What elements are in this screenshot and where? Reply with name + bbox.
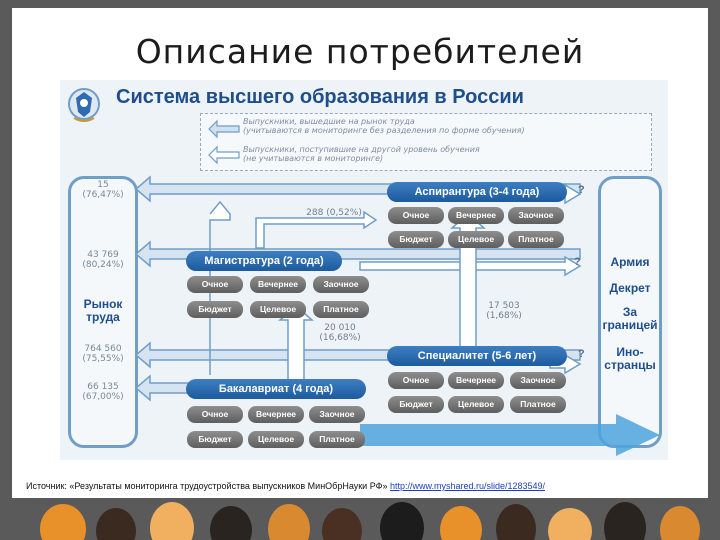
bak-budget: Бюджет <box>187 431 243 448</box>
stat-magistratura-percent: (80,24%) <box>82 260 124 270</box>
person-head-icon <box>210 506 252 540</box>
legend-line-1: Выпускники, вышедшие на рынок труда <box>243 117 415 126</box>
person-head-icon <box>268 504 310 540</box>
person-head-icon <box>96 508 136 540</box>
other-outcomes-panel <box>598 176 662 448</box>
mag-up-arrow <box>255 210 378 249</box>
person-head-icon <box>660 506 700 540</box>
source-text: Источник: «Результаты мониторинга трудоу… <box>26 481 390 491</box>
person-head-icon <box>40 504 86 540</box>
stage-aspirantura: Аспирантура (3-4 года) <box>387 182 567 202</box>
source-link[interactable]: http://www.myshared.ru/slide/1283549/ <box>389 481 546 491</box>
bak-distance: Заочное <box>309 406 365 423</box>
spec-paid: Платное <box>510 396 566 413</box>
aspirantura-question: ? <box>578 184 585 196</box>
asp-paid: Платное <box>508 231 564 248</box>
asp-distance: Заочное <box>508 207 564 224</box>
person-head-icon <box>322 508 362 540</box>
flow-bak-to-mag-percent: (16,68%) <box>319 333 361 343</box>
source-caption: Источник: «Результаты мониторинга трудоу… <box>26 481 545 491</box>
mag-target: Целевое <box>250 301 306 318</box>
asp-full-time: Очное <box>388 207 444 224</box>
flow-bak-to-mag-count: 20 010 <box>324 323 356 333</box>
person-head-icon <box>380 502 424 540</box>
labor-market-label: Рынок труда <box>83 297 123 324</box>
aspirantura-left-arrow <box>134 175 581 203</box>
bottom-big-arrow <box>360 414 660 456</box>
foreigners-label: Ино-странцы <box>604 345 656 372</box>
bak-full-time: Очное <box>187 406 243 423</box>
legend-line-4: (не учитываются в мониторинге) <box>243 154 384 163</box>
person-head-icon <box>604 502 646 540</box>
specialitet-question: ? <box>578 348 585 360</box>
slide: Описание потребителей Система высшего об… <box>12 8 708 498</box>
bak-evening: Вечернее <box>248 406 304 423</box>
spec-distance: Заочное <box>510 372 566 389</box>
spec-budget: Бюджет <box>388 396 444 413</box>
spec-evening: Вечернее <box>448 372 504 389</box>
magistratura-left-arrow <box>134 240 581 268</box>
mag-evening: Вечернее <box>250 276 306 293</box>
asp-budget: Бюджет <box>388 231 444 248</box>
mag-full-time: Очное <box>187 276 243 293</box>
education-diagram: Система высшего образования в России Вып… <box>60 80 668 460</box>
mag-budget: Бюджет <box>187 301 243 318</box>
person-head-icon <box>548 508 592 540</box>
person-head-icon <box>150 502 194 540</box>
stat-aspirantura-percent: (76,47%) <box>82 190 124 200</box>
slide-title: Описание потребителей <box>135 32 585 71</box>
decree-label: Декрет <box>609 281 651 295</box>
mag-distance: Заочное <box>313 276 369 293</box>
flow-spec-to-mag-count: 17 503 <box>488 301 520 311</box>
diagram-legend: Выпускники, вышедшие на рынок труда (учи… <box>200 113 652 171</box>
stat-specialitet-count: 764 560 <box>84 344 122 354</box>
army-label: Армия <box>610 255 650 269</box>
stat-bakalavriat-percent: (67,00%) <box>82 392 124 402</box>
stat-bakalavriat-count: 66 135 <box>87 382 119 392</box>
stage-magistratura: Магистратура (2 года) <box>186 251 342 271</box>
stat-aspirantura-count: 15 <box>97 180 109 190</box>
legend-line-2: (учитываются в мониторинге без разделени… <box>243 126 525 135</box>
person-head-icon <box>440 506 482 540</box>
specialitet-left-arrow <box>134 341 581 369</box>
legend-arrows-icon <box>208 119 240 165</box>
flow-mag-to-asp: 288 (0,52%) <box>306 208 362 218</box>
asp-evening: Вечернее <box>448 207 504 224</box>
stat-specialitet-percent: (75,55%) <box>82 354 124 364</box>
flow-spec-to-mag-percent: (1,68%) <box>486 311 522 321</box>
ministry-emblem-icon <box>68 88 100 122</box>
spec-target: Целевое <box>448 396 504 413</box>
stage-bakalavriat: Бакалавриат (4 года) <box>186 379 366 399</box>
people-silhouettes <box>0 498 720 540</box>
asp-target: Целевое <box>448 231 504 248</box>
person-head-icon <box>496 504 536 540</box>
bak-paid: Платное <box>309 431 365 448</box>
mag-paid: Платное <box>313 301 369 318</box>
spec-full-time: Очное <box>388 372 444 389</box>
bak-target: Целевое <box>248 431 304 448</box>
labor-market-panel <box>68 176 138 448</box>
stage-specialitet: Специалитет (5-6 лет) <box>387 346 567 366</box>
abroad-label: За границей <box>602 305 658 332</box>
magistratura-question: ? <box>574 256 581 268</box>
flow-arrows <box>134 175 660 456</box>
stat-magistratura-count: 43 769 <box>87 250 119 260</box>
bak-to-mag-arrow <box>209 200 231 375</box>
diagram-title: Система высшего образования в России <box>116 86 524 108</box>
legend-line-3: Выпускники, поступившие на другой уровен… <box>243 145 480 154</box>
